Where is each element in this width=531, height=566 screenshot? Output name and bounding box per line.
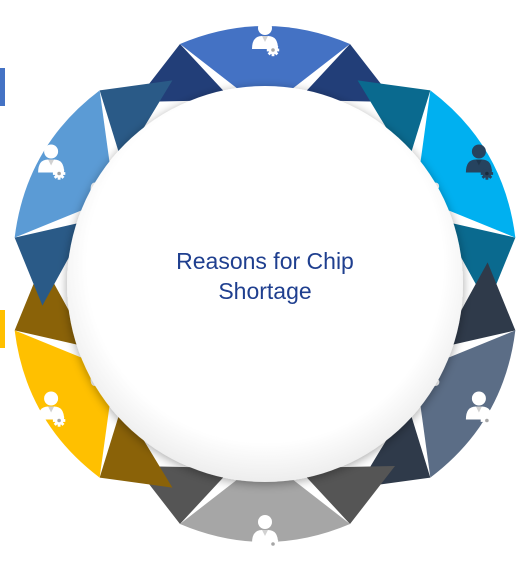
segment-04-cap (180, 458, 350, 542)
segment-02-left-flap (357, 80, 431, 164)
left-edge-mark-blue (0, 68, 5, 106)
segment-06-right-flap (99, 80, 173, 164)
segment-02-right-flap (440, 220, 516, 306)
left-edge-mark-yellow (0, 310, 5, 348)
segment-06-left-flap (14, 220, 90, 306)
user-gear-icon (465, 391, 494, 427)
segment-03-left-flap (440, 262, 516, 348)
diagram-title: Reasons for Chip Shortage (176, 248, 354, 304)
segment-05-left-flap (99, 404, 173, 488)
segment-04-left-flap (298, 466, 395, 524)
user-gear-icon (252, 515, 280, 551)
segment-05-right-flap (14, 262, 90, 348)
center-circle (67, 86, 463, 482)
user-gear-icon (465, 144, 494, 180)
user-gear-icon (252, 21, 280, 57)
user-gear-icon (38, 391, 66, 427)
user-gear-icon (38, 144, 66, 180)
segment-01-cap (180, 26, 350, 110)
